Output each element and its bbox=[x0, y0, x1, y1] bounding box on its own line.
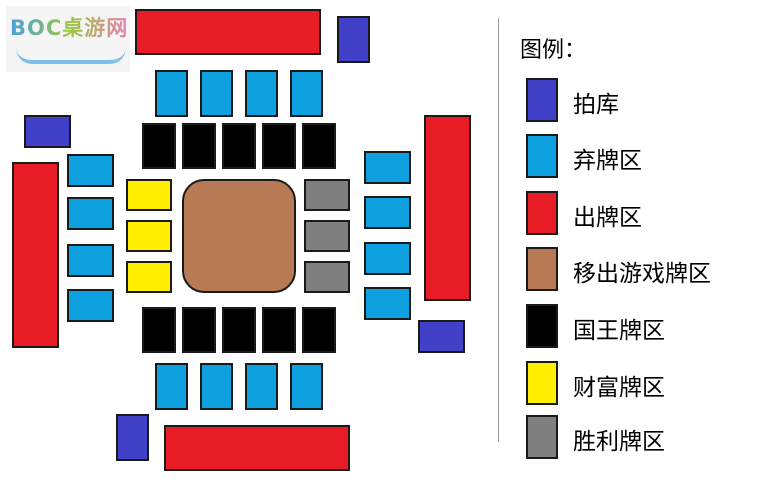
king-top-5 bbox=[302, 123, 336, 169]
right-deck bbox=[418, 320, 465, 353]
bottom-discard-4 bbox=[290, 363, 323, 410]
legend-label-chu-pai: 出牌区 bbox=[573, 205, 642, 231]
bottom-discard-2 bbox=[200, 363, 233, 410]
legend-swatch-chu-pai bbox=[526, 191, 558, 235]
top-discard-1 bbox=[155, 70, 188, 117]
legend-label-pai-ku: 拍库 bbox=[573, 92, 619, 118]
victory-1 bbox=[304, 179, 350, 211]
right-discard-3 bbox=[364, 242, 411, 275]
legend-swatch-cai-fu bbox=[526, 361, 558, 405]
top-discard-3 bbox=[245, 70, 278, 117]
top-play-area bbox=[135, 9, 321, 55]
king-bottom-1 bbox=[142, 307, 176, 353]
wealth-3 bbox=[126, 261, 172, 293]
left-play-area bbox=[12, 162, 59, 348]
watermark-logo: BOC桌游网 bbox=[6, 6, 130, 72]
bottom-discard-3 bbox=[245, 363, 278, 410]
king-bottom-2 bbox=[182, 307, 216, 353]
right-discard-1 bbox=[364, 151, 411, 184]
left-discard-1 bbox=[67, 154, 114, 187]
left-discard-4 bbox=[67, 289, 114, 322]
victory-3 bbox=[304, 261, 350, 293]
bottom-discard-1 bbox=[155, 363, 188, 410]
legend-label-sheng-li: 胜利牌区 bbox=[573, 429, 665, 455]
right-play-area bbox=[424, 115, 471, 301]
wealth-1 bbox=[126, 179, 172, 211]
left-discard-2 bbox=[67, 197, 114, 230]
legend-label-cai-fu: 财富牌区 bbox=[573, 375, 665, 401]
watermark-text: BOC桌游网 bbox=[10, 12, 128, 42]
right-discard-2 bbox=[364, 196, 411, 229]
king-bottom-3 bbox=[222, 307, 256, 353]
king-top-2 bbox=[182, 123, 216, 169]
legend-swatch-guo-wang bbox=[526, 304, 558, 348]
king-top-1 bbox=[142, 123, 176, 169]
removed-from-game-area bbox=[182, 179, 296, 293]
legend-label-guo-wang: 国王牌区 bbox=[573, 318, 665, 344]
victory-2 bbox=[304, 220, 350, 252]
legend-swatch-qi-pai bbox=[526, 134, 558, 178]
top-discard-4 bbox=[290, 70, 323, 117]
legend-label-yi-chu: 移出游戏牌区 bbox=[573, 261, 711, 287]
king-bottom-4 bbox=[262, 307, 296, 353]
top-discard-2 bbox=[200, 70, 233, 117]
king-top-4 bbox=[262, 123, 296, 169]
legend-swatch-sheng-li bbox=[526, 415, 558, 459]
legend-title: 图例： bbox=[520, 38, 587, 63]
top-deck bbox=[337, 16, 370, 63]
legend-swatch-pai-ku bbox=[526, 78, 558, 122]
king-bottom-5 bbox=[302, 307, 336, 353]
left-discard-3 bbox=[67, 244, 114, 277]
legend-label-qi-pai: 弃牌区 bbox=[573, 148, 642, 174]
king-top-3 bbox=[222, 123, 256, 169]
bottom-play-area bbox=[164, 425, 350, 471]
wealth-2 bbox=[126, 220, 172, 252]
right-discard-4 bbox=[364, 287, 411, 320]
legend-divider bbox=[498, 18, 499, 442]
watermark-swoosh bbox=[16, 48, 126, 64]
bottom-deck bbox=[116, 414, 149, 461]
legend-swatch-yi-chu bbox=[526, 247, 558, 291]
left-deck bbox=[24, 115, 71, 148]
